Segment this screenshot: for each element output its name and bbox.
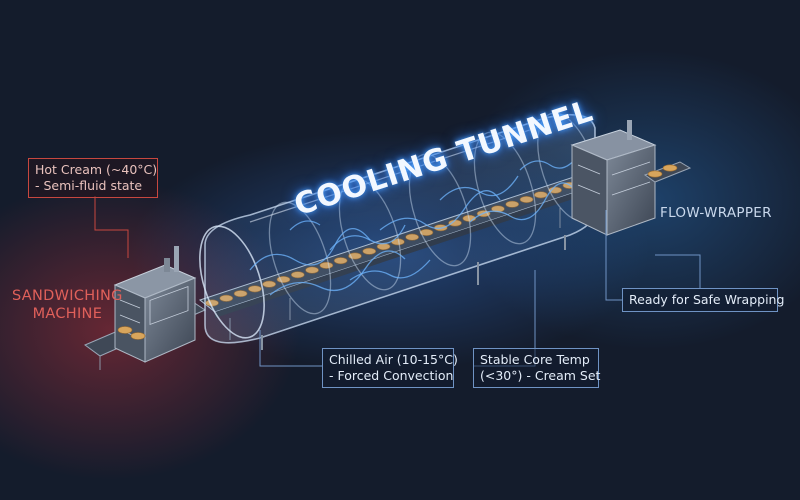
sandwiching-machine-label-line1: SANDWICHING: [12, 288, 123, 304]
hot-cream-callout-line1: Hot Cream (~40°C): [35, 162, 158, 177]
sandwiching-machine-label: SANDWICHING MACHINE: [12, 287, 123, 323]
flow-wrapper-label: FLOW-WRAPPER: [660, 205, 772, 221]
chilled-air-callout-line2: - Forced Convection: [329, 368, 454, 383]
airflow-swirls: [249, 152, 581, 296]
ready-callout-line1: Ready for Safe Wrapping: [629, 292, 785, 307]
ready-callout: Ready for Safe Wrapping: [622, 288, 785, 312]
core-temp-callout-line1: Stable Core Temp: [480, 352, 590, 367]
core-temp-callout: Stable Core Temp (<30°) - Cream Set: [473, 348, 601, 388]
sandwiching-machine-label-line2: MACHINE: [32, 306, 103, 322]
hot-cream-callout: Hot Cream (~40°C) - Semi-fluid state: [28, 158, 158, 198]
chilled-air-callout-line1: Chilled Air (10-15°C): [329, 352, 458, 367]
flow-wrapper-illustration: [570, 120, 692, 236]
chilled-air-callout: Chilled Air (10-15°C) - Forced Convectio…: [322, 348, 458, 388]
leader-lines-hot: [94, 196, 129, 258]
sandwiching-machine-illustration: [113, 246, 197, 363]
hot-cream-callout-line2: - Semi-fluid state: [35, 178, 143, 193]
core-temp-callout-line2: (<30°) - Cream Set: [480, 368, 601, 383]
